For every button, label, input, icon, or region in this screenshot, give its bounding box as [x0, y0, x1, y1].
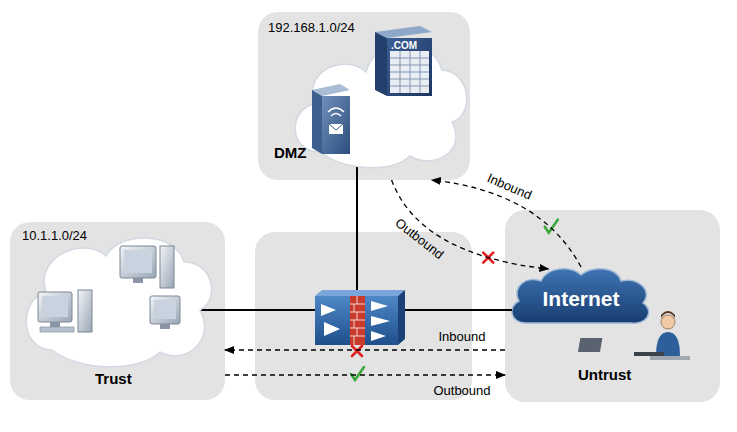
cloud-label-holder: Internet: [542, 287, 619, 311]
zone-label: 10.1.1.0/24: [22, 228, 87, 243]
flow-label-holder: Inbound: [485, 170, 534, 202]
internet-cloud: Internet: [507, 265, 655, 327]
web-server: [375, 26, 432, 96]
computer: [150, 296, 180, 329]
server-label-holder: .COM: [391, 40, 417, 51]
allow-check: [545, 220, 558, 233]
server-label: .COM: [391, 40, 417, 51]
zone-label-holder: 10.1.1.0/24: [22, 228, 87, 243]
mail-server: [312, 84, 350, 154]
flow-label: Inbound: [439, 329, 486, 344]
computer: [38, 290, 92, 332]
allow-check: [351, 367, 364, 380]
flow-label: Inbound: [485, 170, 534, 202]
zone-label: Trust: [95, 370, 132, 387]
zone-label-holder: 192.168.1.0/24: [268, 20, 355, 35]
user: [578, 311, 690, 360]
wire: [200, 309, 315, 311]
computer: [120, 246, 174, 288]
zone-label-holder: DMZ: [274, 144, 307, 161]
zone-label-holder: Trust: [95, 370, 132, 387]
flow-label-holder: Outbound: [433, 383, 490, 398]
wire: [398, 309, 512, 311]
flow-label: Outbound: [392, 215, 446, 262]
deny-cross: [352, 346, 362, 356]
firewall: [315, 290, 405, 345]
flow-label: Outbound: [433, 383, 490, 398]
zone-label: 192.168.1.0/24: [268, 20, 355, 35]
zone-label: DMZ: [274, 144, 307, 161]
untrust-zone: Untrust Internet: [505, 210, 720, 402]
flow-arrow: [225, 374, 505, 375]
flow-label-holder: Outbound: [392, 215, 446, 262]
wire: [356, 160, 358, 292]
zone-label: Untrust: [578, 366, 631, 383]
cloud-label: Internet: [542, 287, 619, 311]
flow-label-holder: Inbound: [439, 329, 486, 344]
zone-label-holder: Untrust: [578, 366, 631, 383]
trust-cloud: [26, 238, 211, 367]
flow-arrow: [225, 349, 505, 350]
